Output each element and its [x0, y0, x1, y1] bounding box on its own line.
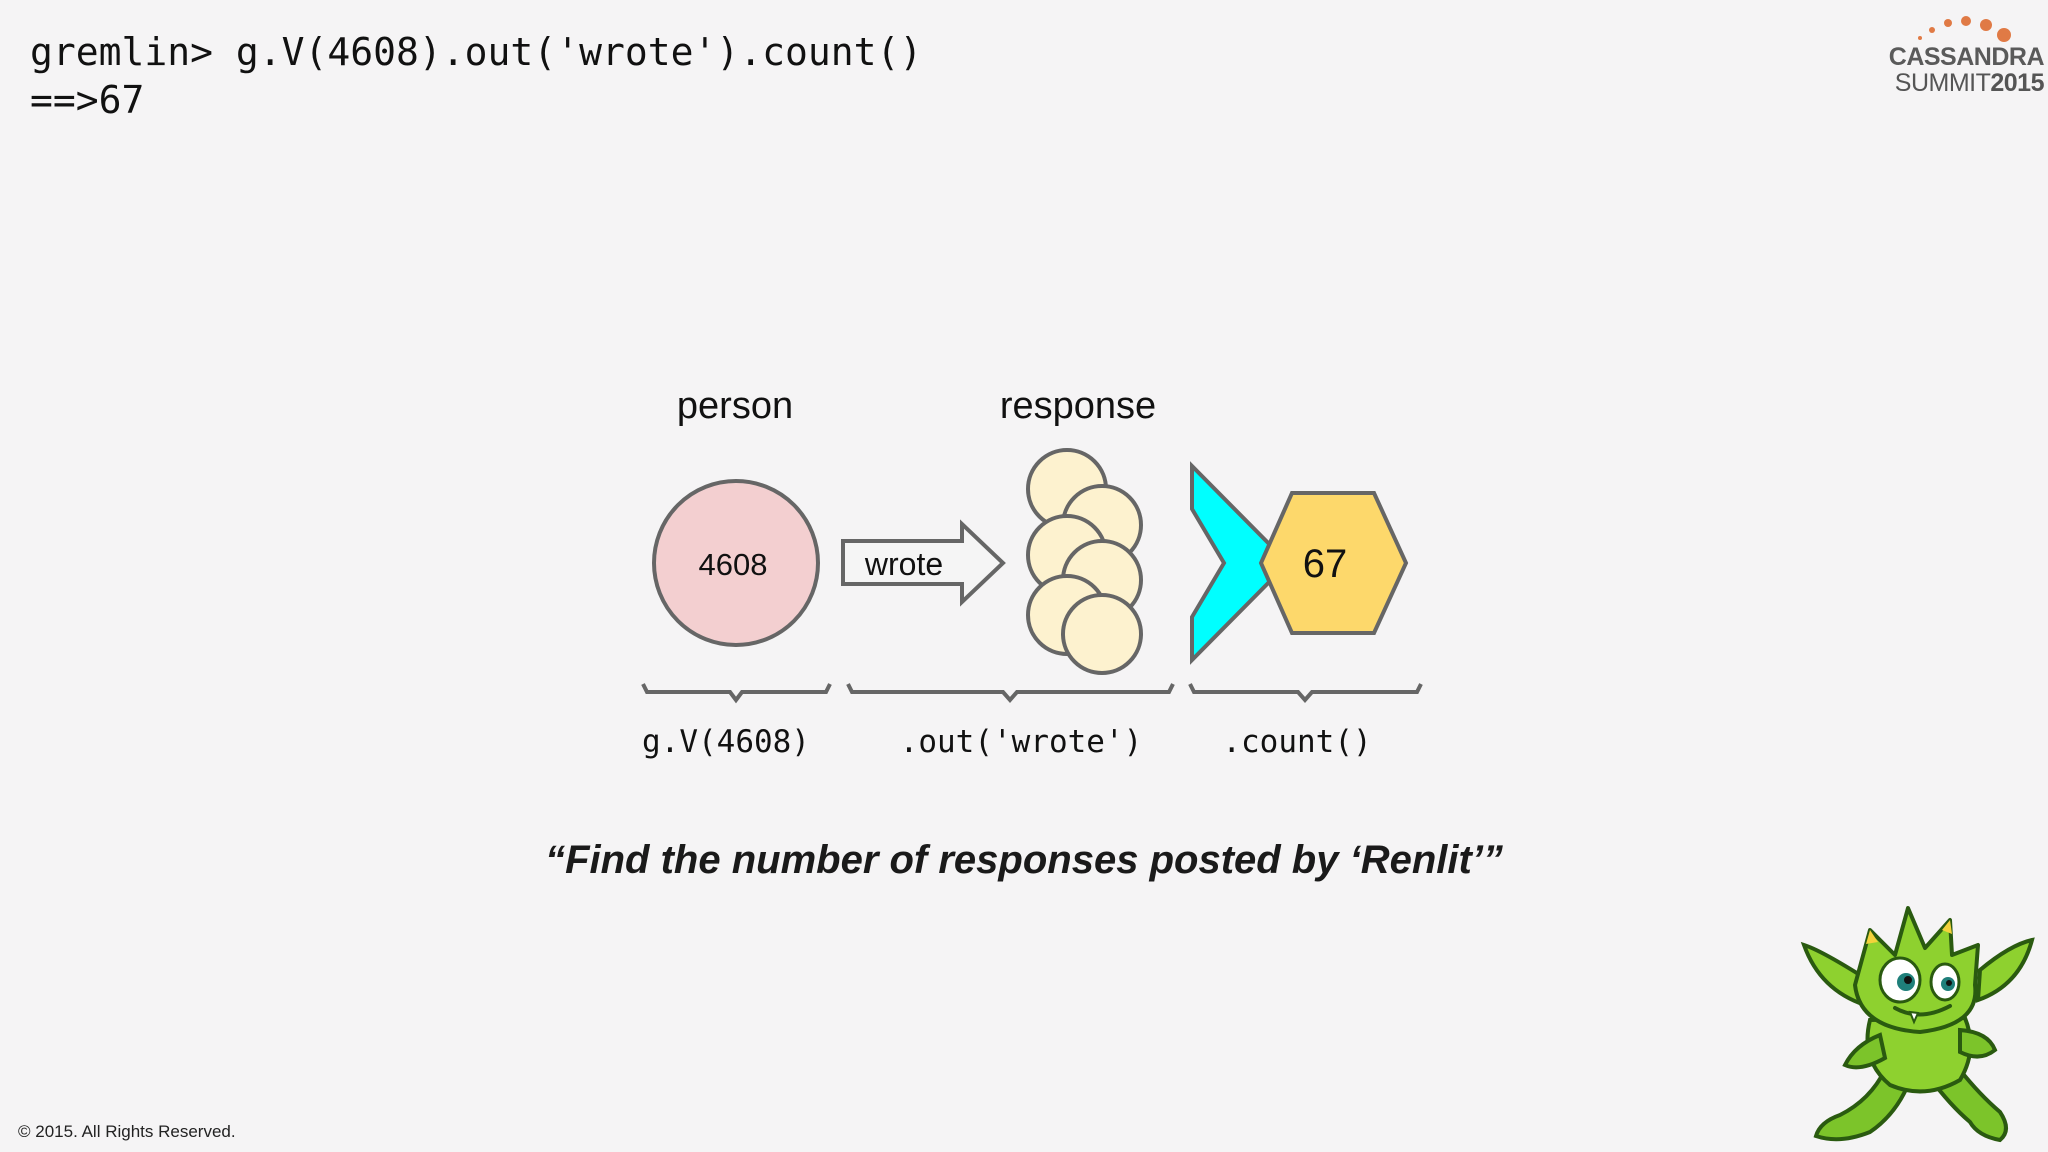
step-label-out: .out('wrote') — [900, 724, 1143, 760]
person-vertex — [652, 479, 820, 647]
gremlin-mascot-icon — [1800, 906, 2035, 1143]
gremlin-console: gremlin> g.V(4608).out('wrote').count() … — [30, 28, 922, 124]
edge-label-wrote: wrote — [864, 546, 943, 582]
logo-dots-icon — [1918, 16, 2011, 42]
count-result-hexagon — [1258, 491, 1409, 635]
brace-step1 — [641, 683, 832, 704]
console-result: ==>67 — [30, 78, 145, 122]
console-command: gremlin> g.V(4608).out('wrote').count() — [30, 30, 923, 74]
query-description: “Find the number of responses posted by … — [545, 838, 1503, 882]
wrote-edge-arrow — [841, 519, 1006, 607]
logo-line2-summit: SUMMIT — [1894, 69, 1991, 97]
step-label-count: .count() — [1222, 724, 1371, 760]
response-vertices — [1026, 448, 1143, 675]
cassandra-summit-logo: CASSANDRA SUMMIT2015 — [1884, 8, 2045, 98]
person-vertex-id: 4608 — [699, 547, 768, 582]
step-label-v: g.V(4608) — [642, 724, 810, 760]
copyright-notice: © 2015. All Rights Reserved. — [18, 1122, 236, 1141]
count-result-value: 67 — [1303, 542, 1348, 586]
label-person: person — [677, 385, 793, 427]
logo-line2-year: 2015 — [1990, 69, 2044, 97]
brace-step3 — [1188, 683, 1423, 704]
response-vertex — [1061, 593, 1143, 675]
label-response: response — [1000, 385, 1156, 427]
logo-line1: CASSANDRA — [1888, 43, 2045, 71]
brace-step2 — [846, 683, 1175, 704]
